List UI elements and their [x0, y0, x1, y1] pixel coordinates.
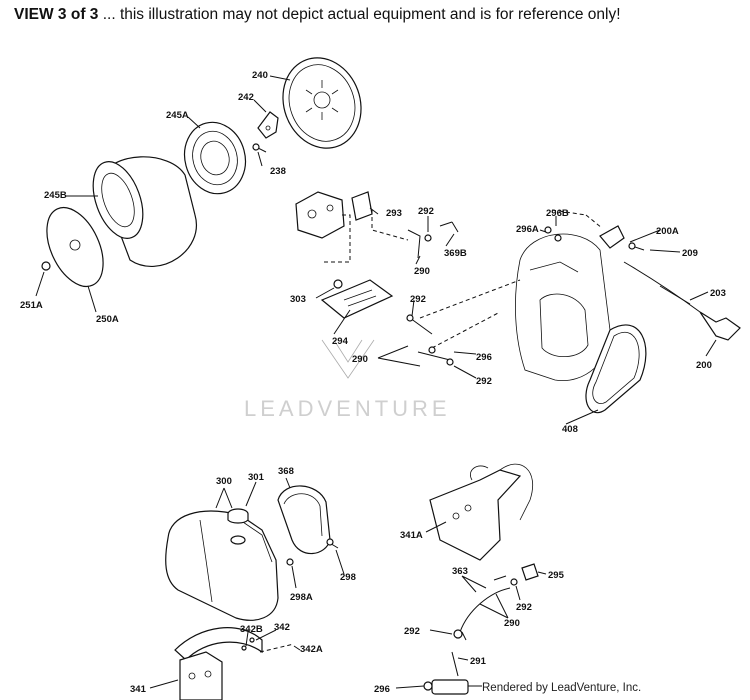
fasteners-342 [241, 637, 295, 653]
callout-292-right: 292 [516, 602, 532, 613]
callout-203: 203 [710, 288, 726, 299]
view-label: VIEW 3 of 3 [14, 6, 99, 23]
callout-200A: 200A [656, 226, 679, 237]
callout-292-top: 292 [418, 206, 434, 217]
hubcap-250A [46, 207, 104, 287]
bracket-200A [599, 225, 645, 251]
pulley-245A [183, 121, 247, 195]
pulley-240 [282, 57, 362, 149]
callout-342A: 342A [300, 644, 323, 655]
callout-301: 301 [248, 472, 265, 483]
dashed-leaders-top [322, 209, 603, 349]
callout-298: 298 [340, 572, 356, 583]
callout-342: 342 [274, 622, 290, 633]
carburetor [295, 191, 345, 239]
nut-296 [544, 226, 562, 242]
callout-240: 240 [252, 70, 268, 81]
tire-245B [92, 156, 197, 267]
callout-290-right: 290 [504, 618, 520, 629]
callout-295: 295 [548, 570, 565, 581]
callout-238: 238 [270, 166, 286, 177]
callout-296A: 296A [516, 224, 539, 235]
callout-labels: 240 242 245A 238 245B 251A 250A 293 292 … [20, 70, 726, 695]
clamp-292 [453, 575, 507, 639]
nut-251A [41, 261, 51, 271]
callout-290-top: 290 [414, 266, 430, 277]
callout-292-filter: 292 [404, 626, 420, 637]
callout-292-mid: 292 [410, 294, 426, 305]
callout-296B: 296B [546, 208, 569, 219]
screw-298 [286, 538, 339, 566]
callout-341: 341 [130, 684, 147, 695]
callout-245B: 245B [44, 190, 67, 201]
cable-203 [623, 261, 701, 313]
callout-369B: 369B [444, 248, 467, 259]
watermark-logo [321, 339, 375, 379]
linkage-290 [407, 221, 459, 259]
disclaimer-text: ... this illustration may not depict act… [98, 6, 621, 23]
leader-lines [35, 75, 717, 689]
callout-245A: 245A [166, 110, 189, 121]
callout-293: 293 [386, 208, 402, 219]
callout-209: 209 [682, 248, 698, 259]
callout-292-low: 292 [476, 376, 492, 387]
filter-291 [423, 651, 482, 695]
belt-408 [585, 324, 647, 414]
fuel-line-290 [459, 587, 511, 641]
callout-303: 303 [290, 294, 306, 305]
clip-303 [333, 279, 343, 289]
callout-294: 294 [332, 336, 349, 347]
callout-342B: 342B [240, 624, 263, 635]
solenoid-293 [351, 191, 373, 221]
callout-363: 363 [452, 566, 468, 577]
callout-200: 200 [696, 360, 712, 371]
bracket-341A [429, 463, 534, 561]
callout-250A: 250A [96, 314, 119, 325]
callout-341A: 341A [400, 530, 423, 541]
rod-290 [406, 314, 454, 366]
callout-298A: 298A [290, 592, 313, 603]
engine-housing [515, 233, 611, 382]
handle-200 [699, 311, 741, 341]
footer-credit: Rendered by LeadVenture, Inc. [482, 682, 642, 694]
callout-296-bottom: 296 [374, 684, 390, 695]
cap-301 [227, 508, 249, 524]
callout-242: 242 [238, 92, 254, 103]
callout-408: 408 [562, 424, 578, 435]
fuel-tank [165, 510, 279, 621]
watermark-text: LEADVENTURE [244, 396, 451, 421]
valve-295 [510, 563, 539, 586]
bracket-341 [174, 627, 263, 700]
decal-294 [320, 279, 394, 319]
callout-251A: 251A [20, 300, 43, 311]
callout-290-mid: 290 [352, 354, 368, 365]
callout-296-mid: 296 [476, 352, 492, 363]
callout-300: 300 [216, 476, 232, 487]
page-title: VIEW 3 of 3 ... this illustration may no… [14, 6, 621, 24]
callout-291: 291 [470, 656, 487, 667]
callout-368: 368 [278, 466, 294, 477]
bracket-242 [257, 111, 279, 139]
strap-368 [277, 485, 331, 555]
bolt-238 [252, 143, 267, 153]
